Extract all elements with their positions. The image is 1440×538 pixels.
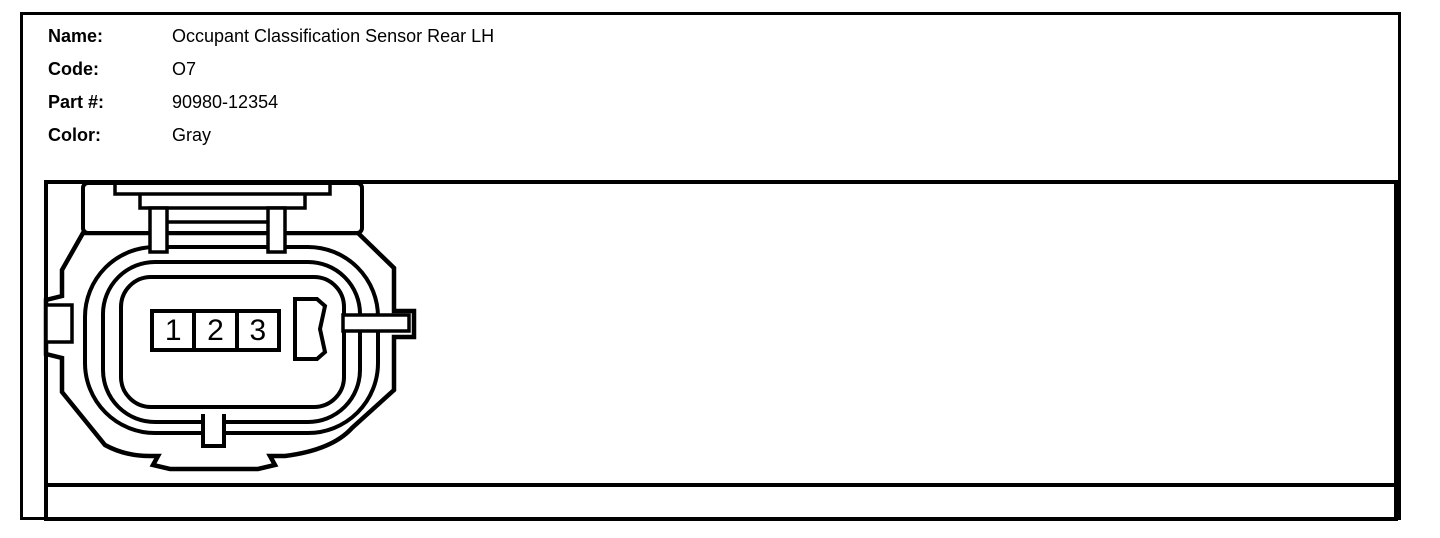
field-value: Occupant Classification Sensor Rear LH xyxy=(172,26,495,46)
connector-diagram-cell: 1 2 3 xyxy=(43,181,1394,487)
field-row-part-number: Part #: 90980-12354 xyxy=(48,90,494,123)
latch-step-outer xyxy=(113,184,332,196)
pin-3-cell: 3 xyxy=(234,313,277,348)
field-label: Color: xyxy=(48,125,101,145)
empty-band-row xyxy=(48,487,1394,517)
pin-1-cell: 1 xyxy=(164,314,182,347)
field-row-color: Color: Gray xyxy=(48,123,494,156)
field-label: Name: xyxy=(48,26,104,46)
lock-arm-left xyxy=(148,206,169,254)
bottom-index-notch xyxy=(201,414,226,448)
lock-arm-right xyxy=(266,206,287,254)
field-row-code: Code: O7 xyxy=(48,57,494,90)
field-row-name: Name: Occupant Classification Sensor Rea… xyxy=(48,24,494,57)
field-value: O7 xyxy=(172,59,197,79)
diagram-panel: 1 2 3 xyxy=(43,180,1398,521)
field-label: Part #: xyxy=(48,92,105,112)
seal-ring-inner xyxy=(101,260,362,424)
cavity-ring xyxy=(119,275,346,409)
pin-grid: 1 2 3 xyxy=(150,309,281,352)
wing-slot-left xyxy=(44,303,74,344)
pin-2-cell: 2 xyxy=(192,313,234,348)
key-cavity xyxy=(293,297,328,361)
field-value: 90980-12354 xyxy=(172,92,279,112)
field-value: Gray xyxy=(172,125,212,145)
wing-slot-right xyxy=(341,313,411,333)
seal-ring-outer xyxy=(83,245,380,435)
header-fields: Name: Occupant Classification Sensor Rea… xyxy=(48,24,494,156)
field-label: Code: xyxy=(48,59,99,79)
latch-step-inner xyxy=(138,194,307,210)
